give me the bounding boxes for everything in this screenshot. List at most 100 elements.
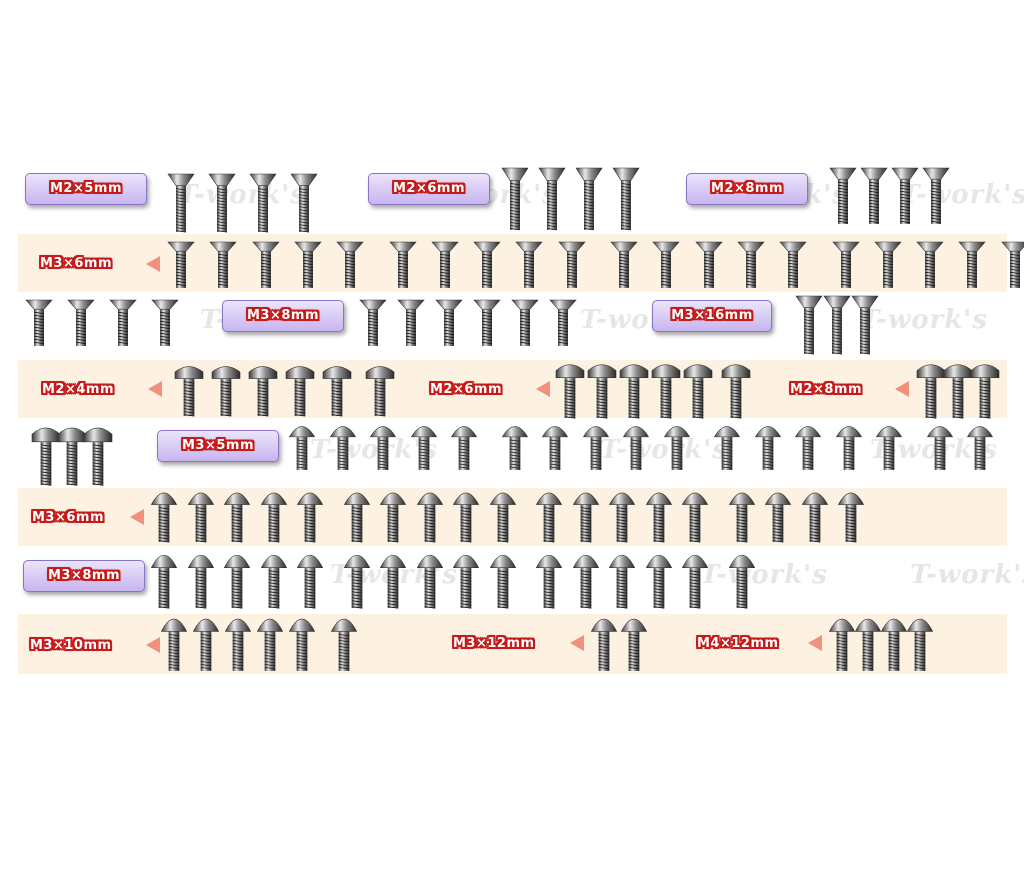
button-head-screw (645, 492, 672, 543)
flat-head-screw (652, 241, 680, 288)
button-head-screw (260, 492, 287, 543)
flat-head-screw (612, 167, 640, 231)
flat-head-screw (779, 241, 807, 288)
flange-head-screw (31, 427, 61, 486)
band-row-2 (18, 234, 1007, 292)
button-head-screw (223, 554, 251, 609)
button-head-screw (622, 426, 650, 470)
flat-head-screw (538, 167, 566, 231)
button-head-screw (906, 618, 934, 671)
button-head-screw (681, 492, 709, 543)
button-head-screw (572, 554, 599, 609)
button-head-screw (187, 492, 214, 543)
flat-head-screw (823, 295, 851, 355)
button-head-screw (854, 618, 882, 671)
watermark: T-work's (900, 180, 1024, 210)
flat-head-screw (209, 241, 237, 288)
button-head-screw (728, 492, 755, 543)
button-head-screw (296, 554, 324, 609)
button-head-screw (713, 426, 741, 470)
flat-head-screw (473, 241, 501, 288)
button-head-screw (150, 554, 178, 609)
flat-head-screw (1001, 241, 1024, 288)
flat-head-screw (359, 299, 387, 346)
pointer-arrow (808, 635, 822, 651)
button-head-screw (379, 492, 407, 543)
flat-head-screw (515, 241, 544, 288)
button-head-screw (256, 618, 284, 671)
button-head-screw (288, 426, 316, 470)
band-row-6 (18, 488, 1007, 546)
pointer-arrow (130, 509, 144, 525)
size-label-box: M2×6mm (368, 173, 490, 205)
button-head-screw (541, 426, 569, 470)
size-label: M3×16mm (671, 308, 753, 323)
button-head-screw (343, 554, 370, 609)
flat-head-screw (874, 241, 902, 288)
flat-head-screw (558, 241, 586, 288)
watermark: T-work's (910, 560, 1024, 590)
button-head-screw (681, 554, 709, 609)
watermark: T-work's (700, 560, 828, 590)
flange-head-screw (248, 366, 278, 417)
flat-head-screw (294, 241, 322, 288)
flat-head-screw (435, 299, 463, 346)
button-head-screw (224, 618, 252, 671)
button-head-screw (535, 492, 563, 543)
button-head-screw (837, 492, 865, 543)
flat-head-screw (737, 241, 765, 288)
button-head-screw (369, 426, 397, 470)
flange-head-screw (365, 366, 395, 417)
pointer-arrow (148, 381, 162, 397)
flange-head-screw (322, 366, 352, 417)
button-head-screw (794, 426, 822, 470)
button-head-screw (489, 492, 516, 543)
size-label: M2×6mm (392, 181, 465, 196)
button-head-screw (410, 426, 437, 470)
button-head-screw (296, 492, 324, 543)
flat-head-screw (511, 299, 539, 346)
button-head-screw (223, 492, 251, 543)
flange-head-screw (916, 364, 946, 419)
flat-head-screw (891, 167, 919, 224)
button-head-screw (416, 492, 443, 543)
size-label: M2×6mm (430, 382, 503, 397)
pointer-arrow (895, 381, 909, 397)
button-head-screw (764, 492, 792, 543)
flange-head-screw (587, 364, 617, 419)
button-head-screw (835, 426, 862, 470)
size-label: M2×8mm (710, 181, 783, 196)
flat-head-screw (25, 299, 53, 346)
size-label: M3×12mm (453, 636, 535, 651)
flange-head-screw (683, 364, 713, 419)
flange-head-screw (943, 364, 973, 419)
button-head-screw (754, 426, 781, 470)
flat-head-screw (829, 167, 857, 224)
size-label: M3×10mm (30, 638, 112, 653)
button-head-screw (187, 554, 214, 609)
flat-head-screw (151, 299, 179, 346)
button-head-screw (801, 492, 828, 543)
button-head-screw (608, 554, 636, 609)
size-label: M4×12mm (697, 636, 779, 651)
size-label: M3×8mm (246, 308, 319, 323)
button-head-screw (416, 554, 443, 609)
size-label: M2×5mm (49, 181, 122, 196)
size-label: M3×5mm (181, 438, 254, 453)
flat-head-screw (501, 167, 529, 231)
size-label-box: M3×16mm (652, 300, 772, 332)
button-head-screw (728, 554, 755, 609)
button-head-screw (535, 554, 563, 609)
button-head-screw (608, 492, 636, 543)
button-head-screw (330, 618, 358, 671)
flat-head-screw (549, 299, 577, 346)
watermark: T-work's (310, 435, 438, 465)
button-head-screw (288, 618, 316, 671)
pointer-arrow (536, 381, 550, 397)
flat-head-screw (473, 299, 501, 346)
watermark: T-work's (178, 180, 306, 210)
button-head-screw (572, 492, 599, 543)
button-head-screw (880, 618, 908, 671)
flat-head-screw (916, 241, 944, 288)
